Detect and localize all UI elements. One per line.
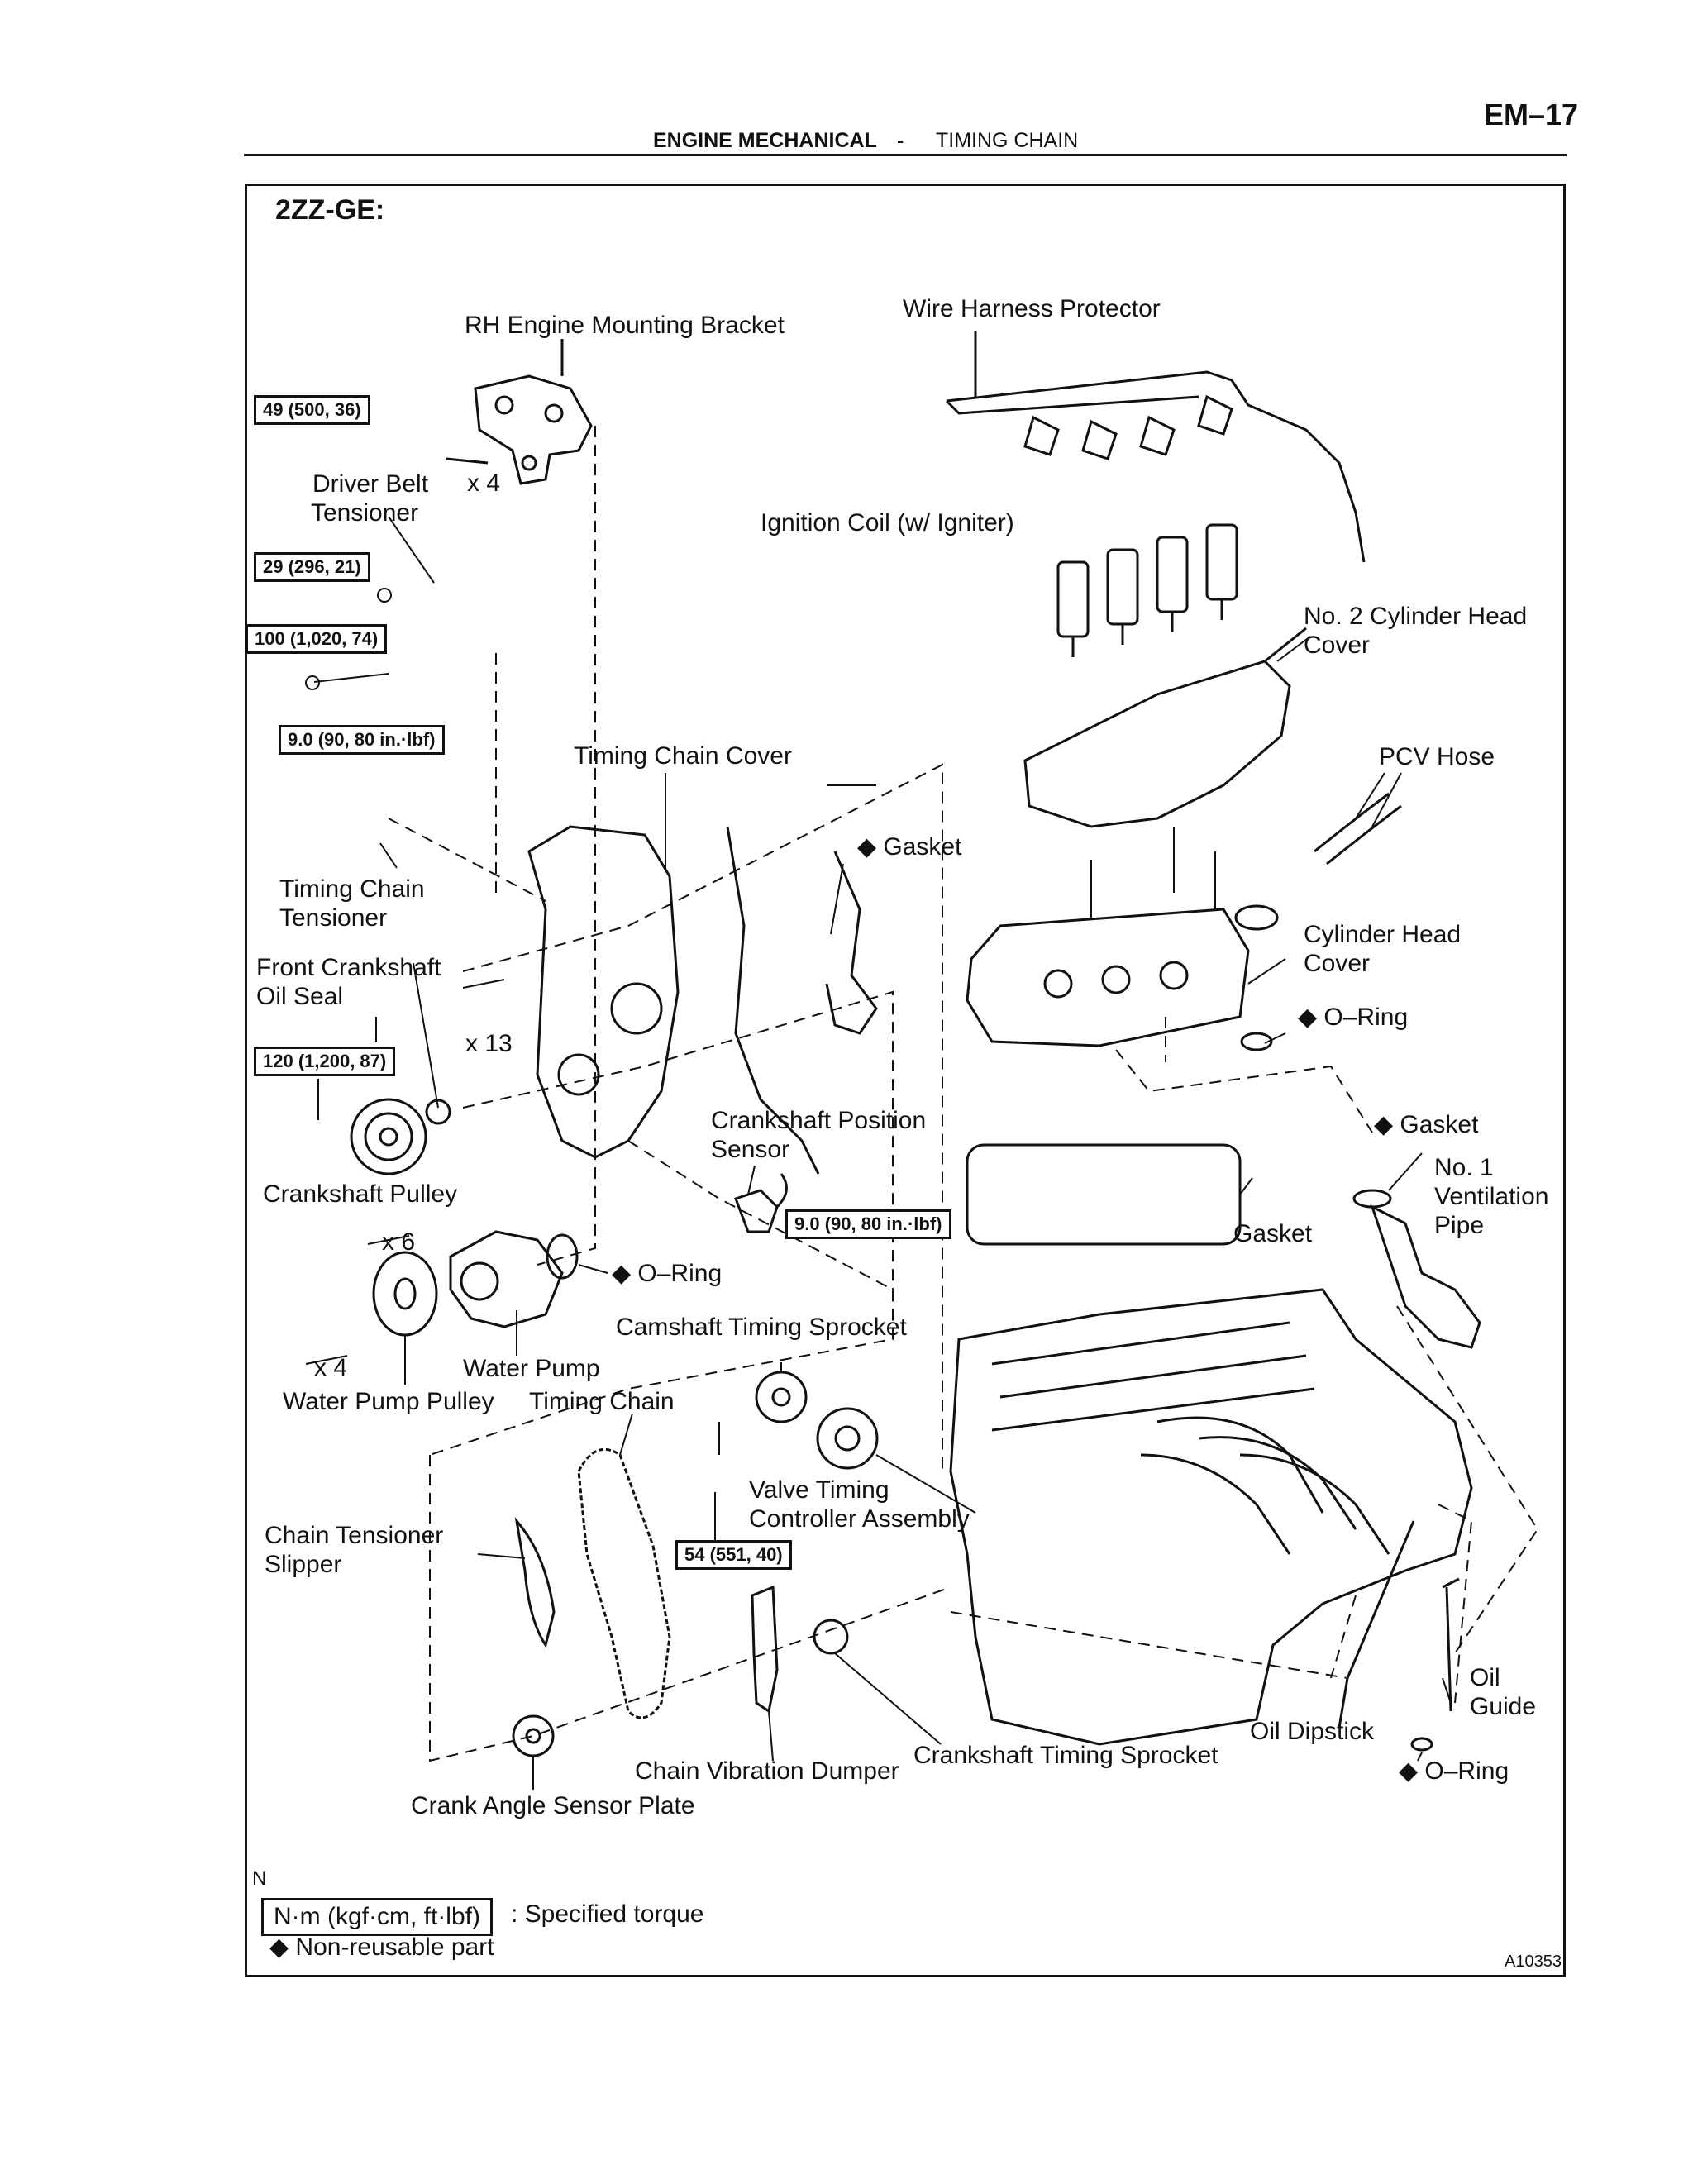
torque-spec-belt-tensioner: 29 (296, 21): [254, 552, 370, 582]
label-vent-pipe-line1: No. 1: [1434, 1154, 1494, 1181]
diagram-frame: [245, 184, 1566, 1977]
label-crankshaft-pulley: Crankshaft Pulley: [263, 1180, 458, 1208]
label-vibration-damper: Chain Vibration Dumper: [635, 1757, 899, 1785]
label-ckp-sensor-line2: Sensor: [711, 1136, 790, 1163]
label-gasket-head-cover: Gasket: [1233, 1220, 1313, 1247]
label-vent-pipe-line3: Pipe: [1434, 1212, 1485, 1239]
label-oil-guide-line2: Guide: [1470, 1693, 1537, 1720]
label-timing-chain-tensioner-line2: Tensioner: [279, 904, 388, 932]
label-x6-pump-bolts: x 6: [382, 1228, 416, 1256]
label-camshaft-sprocket: Camshaft Timing Sprocket: [616, 1314, 907, 1341]
torque-spec-chain-tensioner: 9.0 (90, 80 in.·lbf): [279, 725, 445, 755]
label-front-seal-line1: Front Crankshaft: [256, 954, 441, 981]
legend-non-reusable: ◆ Non-reusable part: [269, 1934, 494, 1961]
tensioner-slipper-shape: [514, 1517, 556, 1648]
torque-spec-vvt: 54 (551, 40): [675, 1540, 792, 1570]
label-x13-cover-bolts: x 13: [465, 1030, 513, 1057]
page-number: EM–17: [1484, 98, 1579, 131]
label-driver-belt-tensioner-line1: Driver Belt: [312, 470, 429, 498]
label-o-ring-water-pump: ◆ O–Ring: [612, 1260, 723, 1287]
torque-spec-belt-tensioner-bolt: 100 (1,020, 74): [246, 624, 388, 654]
label-water-pump-pulley: Water Pump Pulley: [283, 1388, 494, 1415]
torque-spec-bracket: 49 (500, 36): [254, 395, 370, 425]
header-rule: [244, 154, 1567, 156]
label-vvt-line1: Valve Timing: [749, 1476, 889, 1504]
no2-head-cover-shape: [1023, 660, 1291, 828]
timing-chain-shape: [577, 1447, 671, 1719]
label-gasket-vent-pipe: ◆ Gasket: [1374, 1111, 1479, 1138]
wire-harness-protector-shape: [945, 370, 1366, 563]
head-cover-gasket-shape: [966, 1143, 1242, 1246]
legend-unit-box: N·m (kgf·cm, ft·lbf): [261, 1898, 493, 1936]
rh-mounting-bracket-shape: [474, 374, 593, 485]
ckp-sensor-shape: [734, 1173, 788, 1233]
label-head-cover-line1: Cylinder Head: [1304, 921, 1462, 948]
header-separator: -: [897, 129, 904, 152]
label-x4-bracket-bolts: x 4: [467, 470, 501, 497]
label-slipper-line2: Slipper: [265, 1551, 342, 1578]
torque-spec-crank-pulley: 120 (1,200, 87): [254, 1047, 396, 1076]
label-ckp-sensor-line1: Crankshaft Position: [711, 1107, 927, 1134]
label-timing-chain-tensioner-line1: Timing Chain: [279, 875, 425, 903]
crankshaft-sprocket-shape: [813, 1619, 849, 1655]
vvt-assembly-shape: [816, 1407, 879, 1470]
crank-angle-plate-shape: [512, 1714, 555, 1757]
label-crankshaft-sprocket: Crankshaft Timing Sprocket: [913, 1742, 1218, 1769]
head-cover-shape: [966, 908, 1250, 1047]
camshaft-sprocket-shape: [755, 1371, 808, 1423]
crankshaft-pulley-shape: [350, 1098, 427, 1175]
label-water-pump: Water Pump: [463, 1355, 600, 1382]
label-o-ring-dipstick: ◆ O–Ring: [1399, 1757, 1509, 1785]
vibration-damper-shape: [751, 1585, 779, 1714]
label-o-ring-head-cover: ◆ O–Ring: [1298, 1004, 1409, 1031]
label-ignition-coil: Ignition Coil (w/ Igniter): [761, 509, 1014, 536]
label-pcv-hose: PCV Hose: [1379, 743, 1495, 770]
legend-unit-description: : Specified torque: [511, 1900, 704, 1928]
torque-spec-ckp-sensor: 9.0 (90, 80 in.·lbf): [785, 1209, 951, 1239]
label-vvt-line2: Controller Assembly: [749, 1505, 970, 1533]
water-pump-pulley-shape: [372, 1251, 438, 1337]
engine-code: 2ZZ-GE:: [275, 194, 385, 226]
section-title: ENGINE MECHANICAL: [653, 129, 877, 152]
label-front-seal-line2: Oil Seal: [256, 983, 344, 1010]
label-rh-mounting-bracket: RH Engine Mounting Bracket: [465, 312, 785, 339]
label-no2-head-cover-line1: No. 2 Cylinder Head: [1304, 603, 1528, 630]
label-oil-guide-line1: Oil: [1470, 1664, 1500, 1691]
label-oil-dipstick: Oil Dipstick: [1250, 1718, 1375, 1745]
ignition-coils-shape: [1056, 523, 1238, 657]
water-pump-shape: [449, 1230, 564, 1328]
label-x4-pulley-bolts: x 4: [314, 1354, 348, 1381]
figure-id: A10353: [1505, 1953, 1562, 1971]
oil-dipstick-shape: [1338, 1520, 1415, 1729]
ventilation-pipe-shape: [1370, 1204, 1481, 1349]
label-wire-harness-protector: Wire Harness Protector: [903, 295, 1161, 322]
label-timing-chain: Timing Chain: [529, 1388, 675, 1415]
pcv-hose-shape: [1314, 792, 1402, 865]
label-timing-chain-cover: Timing Chain Cover: [574, 742, 792, 770]
label-vent-pipe-line2: Ventilation: [1434, 1183, 1549, 1210]
label-driver-belt-tensioner-line2: Tensioner: [311, 499, 419, 527]
label-slipper-line1: Chain Tensioner: [265, 1522, 444, 1549]
label-no2-head-cover-line2: Cover: [1304, 632, 1371, 659]
label-crank-angle-plate: Crank Angle Sensor Plate: [411, 1792, 695, 1819]
oil-guide-shape: [1442, 1577, 1460, 1712]
subsection-title: TIMING CHAIN: [936, 129, 1079, 152]
label-n-mark: N: [252, 1867, 267, 1890]
cover-gasket-shape: [726, 826, 878, 1175]
label-head-cover-line2: Cover: [1304, 950, 1371, 977]
engine-block-shape: [949, 1288, 1473, 1746]
label-gasket-cover: ◆ Gasket: [857, 833, 962, 861]
